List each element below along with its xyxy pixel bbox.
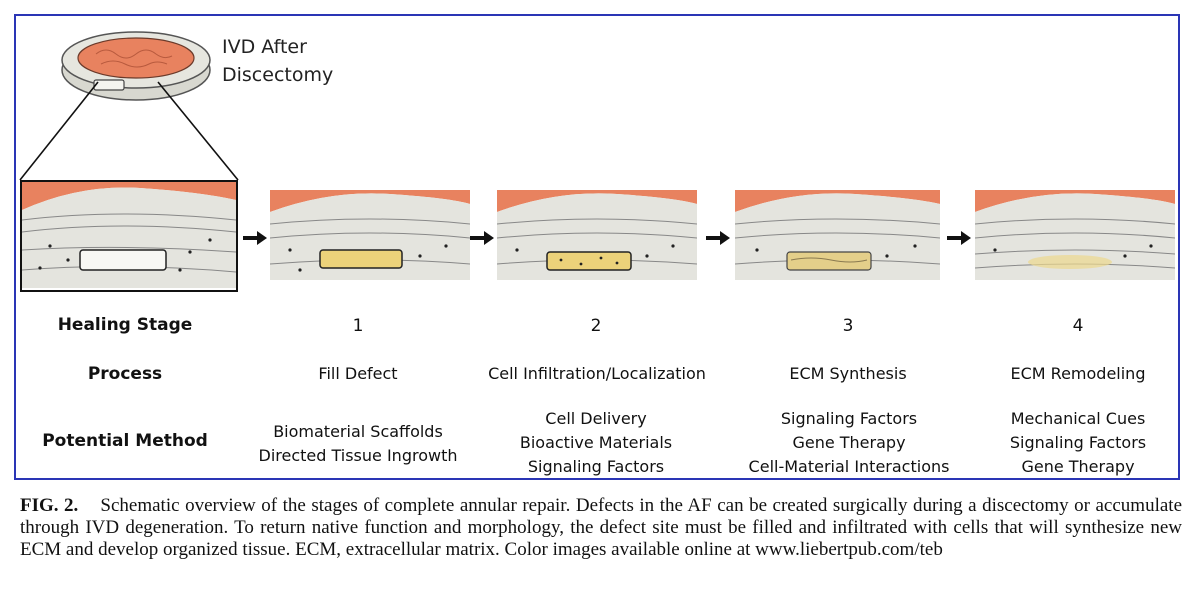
stage-number: 1	[352, 316, 364, 336]
ivd-title-line2: Discectomy	[222, 64, 334, 86]
arrow-right-icon	[243, 231, 267, 245]
arrow-right-icon	[470, 231, 494, 245]
stage-method: Mechanical Cues	[1010, 409, 1146, 428]
row-label-stage: Healing Stage	[57, 315, 193, 335]
zoomed-defect-panel	[20, 180, 238, 292]
caption-label: FIG. 2.	[20, 495, 79, 516]
stage-method: Directed Tissue Ingrowth	[258, 446, 458, 465]
stage-method: Bioactive Materials	[519, 433, 673, 452]
stage-number: 4	[1072, 316, 1084, 336]
arrow-right-icon	[706, 231, 730, 245]
arrow-right-icon	[947, 231, 971, 245]
stage-method: Signaling Factors	[1009, 433, 1147, 452]
stage-method: Signaling Factors	[527, 457, 665, 476]
row-label-method: Potential Method	[42, 431, 208, 451]
stage-method: Gene Therapy	[1021, 457, 1135, 476]
ivd-title-line1: IVD After	[222, 36, 307, 58]
stage-method: Signaling Factors	[780, 409, 918, 428]
stage-process: Cell Infiltration/Localization	[488, 364, 706, 383]
zoom-lines	[19, 81, 239, 181]
stage-number: 3	[842, 316, 854, 336]
stage-1-panel	[270, 190, 470, 280]
stage-method: Cell-Material Interactions	[748, 457, 950, 476]
stage-number: 2	[590, 316, 602, 336]
caption-text: Schematic overview of the stages of comp…	[20, 495, 1183, 560]
figure-frame	[14, 14, 1180, 480]
ivd-disc-illustration	[61, 31, 211, 101]
stage-method: Cell Delivery	[545, 409, 647, 428]
stage-process: Fill Defect	[318, 364, 398, 383]
figure-caption: FIG. 2. Schematic overview of the stages…	[20, 495, 1182, 561]
row-label-process: Process	[87, 364, 163, 384]
stage-process: ECM Remodeling	[1010, 364, 1146, 383]
stage-2-panel	[497, 190, 697, 280]
stage-process: ECM Synthesis	[789, 364, 907, 383]
stage-method: Gene Therapy	[792, 433, 906, 452]
stage-method: Biomaterial Scaffolds	[273, 422, 443, 441]
stage-4-panel	[975, 190, 1175, 280]
stage-3-panel	[735, 190, 940, 280]
